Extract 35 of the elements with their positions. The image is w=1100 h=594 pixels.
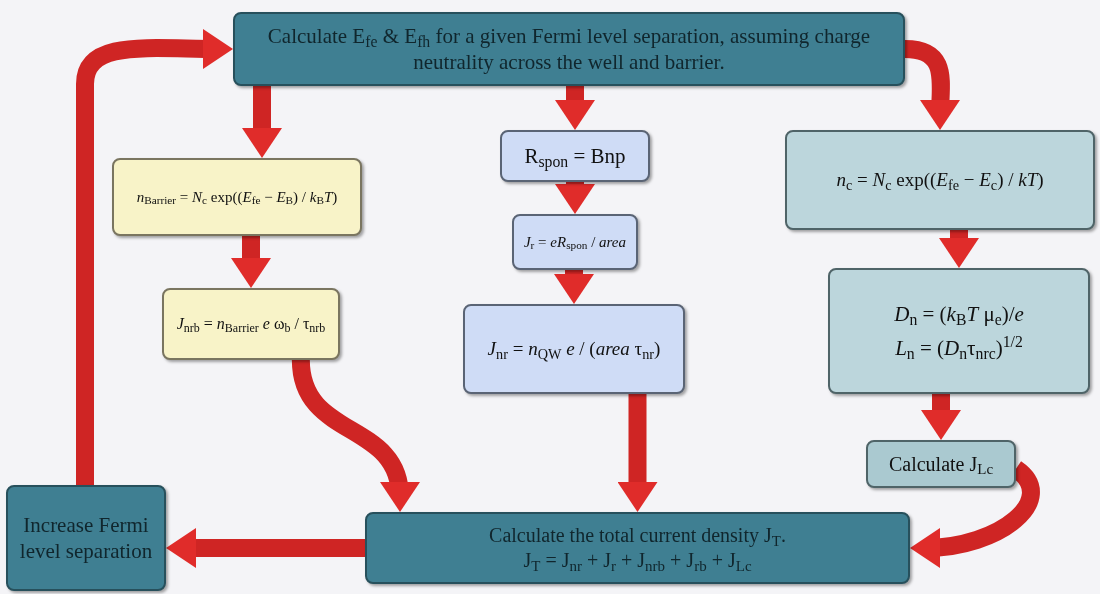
box-text: n$_{Barrier}$ = N$_{c}$ exp((E$_{fe}$ − E$_{B}$) / k$_{B}$T) — [136, 187, 338, 207]
process-box — [500, 130, 650, 182]
process-box — [112, 158, 362, 236]
box-text: J$_{nrb}$ = n$_{Barrier}$ e ω$_{b}$ / τ$_{nrb}$ — [176, 314, 326, 334]
block-arrow — [231, 236, 271, 288]
block-arrow — [904, 40, 961, 130]
process-box — [785, 130, 1095, 230]
box-text: Calculate J$_{Lc}$ — [888, 451, 994, 477]
formula: L$_{n}$ = (D$_{n}$τ$_{nrc}$)$^{1/2}$ — [895, 335, 1023, 362]
box-text: J$_{nr}$ = n$_{QW}$ e / (area τ$_{nr}$) — [487, 337, 661, 361]
block-arrow — [617, 394, 658, 512]
process-box — [866, 440, 1016, 488]
box-text: D$_{n}$ = (k$_{B}$T μ$_{e}$)/e — [894, 300, 1024, 327]
block-arrow — [554, 270, 594, 304]
block-arrow — [939, 230, 979, 268]
box-text: R$_{spon}$ = Bnp — [524, 142, 626, 170]
block-arrow — [242, 86, 282, 158]
formula: J$_{T}$ = J$_{nr}$ + J$_{r}$ + J$_{nrb}$ + J$_{rb}$ + J$_{Lc}$ — [523, 548, 752, 573]
block-arrow — [76, 28, 233, 485]
block-arrow — [166, 528, 365, 568]
block-arrow — [555, 86, 595, 130]
box-text: Increase Fermi level separation — [18, 511, 154, 565]
process-box — [828, 268, 1090, 394]
block-arrow — [921, 394, 961, 440]
box-text: Calculate the total current density J$_{T}$. — [489, 523, 786, 548]
process-box — [162, 288, 340, 360]
process-box — [512, 214, 638, 270]
process-box — [365, 512, 910, 584]
box-text: n$_{c}$ = N$_{c}$ exp((E$_{fe}$ − E$_{c}$) / kT) — [836, 168, 1044, 192]
box-text: J$_{r}$ = eR$_{spon}$ / area — [523, 232, 627, 252]
process-box — [233, 12, 905, 86]
block-arrow — [555, 182, 595, 214]
process-box — [463, 304, 685, 394]
box-text: Calculate E$_{fe}$ & E$_{fh}$ for a given Fermi level separation, assuming charge neutrality across the well and barrier. — [266, 22, 872, 76]
process-box — [6, 485, 166, 591]
